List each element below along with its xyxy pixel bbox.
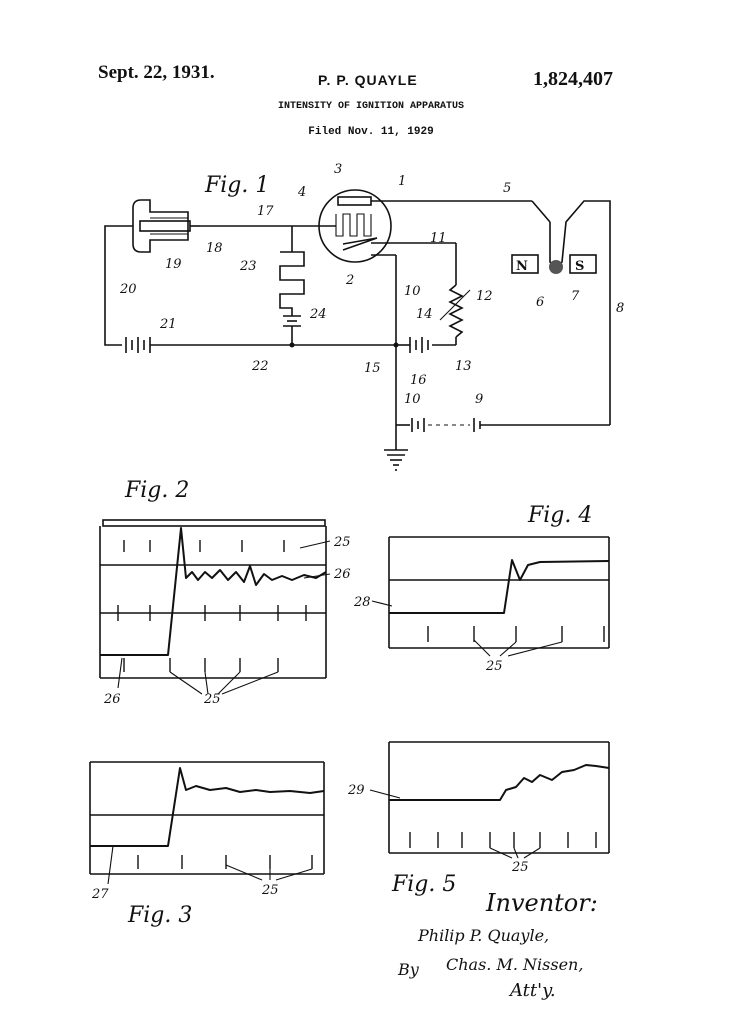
label-23: 23 <box>239 259 257 274</box>
fig4-record: Fig. 4 28 25 <box>353 503 610 674</box>
fig3-label: Fig. 3 <box>127 903 192 928</box>
label-22: 22 <box>251 359 269 374</box>
label-29: 29 <box>347 783 365 798</box>
label-11: 11 <box>430 231 447 246</box>
spark-plug <box>132 199 200 253</box>
label-20: 20 <box>119 282 137 297</box>
label-7: 7 <box>571 289 580 304</box>
label-10b: 10 <box>404 392 421 407</box>
label-2: 2 <box>345 273 354 288</box>
attorney-abbreviation: Att'y. <box>508 980 556 1001</box>
label-6: 6 <box>536 295 544 310</box>
fig4-label: Fig. 4 <box>527 503 592 528</box>
magnet-s-label: S <box>575 259 584 274</box>
fig5-label: Fig. 5 <box>391 872 456 897</box>
by-label: By <box>397 960 420 979</box>
inventor-heading: Inventor: <box>485 889 598 917</box>
label-4: 4 <box>297 185 306 200</box>
label-9: 9 <box>475 392 483 407</box>
label-25-fig4: 25 <box>485 659 503 674</box>
inventor-signature: Philip P. Quayle, <box>417 926 549 945</box>
label-12: 12 <box>476 289 493 304</box>
label-17: 17 <box>257 204 274 219</box>
patent-date: Sept. 22, 1931. <box>98 62 215 83</box>
signature-block: Inventor: Philip P. Quayle, By Chas. M. … <box>397 889 598 1001</box>
label-25-fig3: 25 <box>261 883 279 898</box>
circuit-wiring <box>104 200 611 471</box>
label-13: 13 <box>455 359 472 374</box>
label-25-fig5: 25 <box>511 860 529 875</box>
fig2-label: Fig. 2 <box>124 478 189 503</box>
fig2-record: Fig. 2 25 26 26 <box>99 478 351 707</box>
label-10: 10 <box>404 284 421 299</box>
label-21: 21 <box>159 317 177 332</box>
label-25-fig2-bottom: 25 <box>203 692 221 707</box>
fig1-label: Fig. 1 <box>204 173 269 198</box>
label-19: 19 <box>165 257 182 272</box>
label-15: 15 <box>364 361 381 376</box>
fig5-record: 29 25 Fig. 5 <box>347 741 610 897</box>
label-16: 16 <box>410 373 427 388</box>
fig1-circuit: Fig. 1 <box>104 162 624 471</box>
label-24: 24 <box>309 307 327 322</box>
inventor-name: P. P. QUAYLE <box>318 72 418 88</box>
patent-number: 1,824,407 <box>533 68 613 90</box>
label-27: 27 <box>91 887 109 902</box>
label-14: 14 <box>416 307 433 322</box>
label-3: 3 <box>334 162 342 177</box>
label-5: 5 <box>503 181 511 196</box>
patent-title: INTENSITY OF IGNITION APPARATUS <box>277 101 465 112</box>
label-8: 8 <box>616 301 624 316</box>
filed-date: Filed Nov. 11, 1929 <box>308 126 434 138</box>
label-26-fig2-top: 26 <box>333 567 351 582</box>
magnet-n-label: N <box>516 259 528 274</box>
label-18: 18 <box>206 241 223 256</box>
label-26-fig2-bottom: 26 <box>103 692 121 707</box>
fig3-record: 27 25 Fig. 3 <box>89 761 325 928</box>
label-1: 1 <box>398 174 406 189</box>
label-28: 28 <box>353 595 371 610</box>
label-25-fig2-top: 25 <box>333 535 351 550</box>
attorney-signature: Chas. M. Nissen, <box>446 955 583 974</box>
